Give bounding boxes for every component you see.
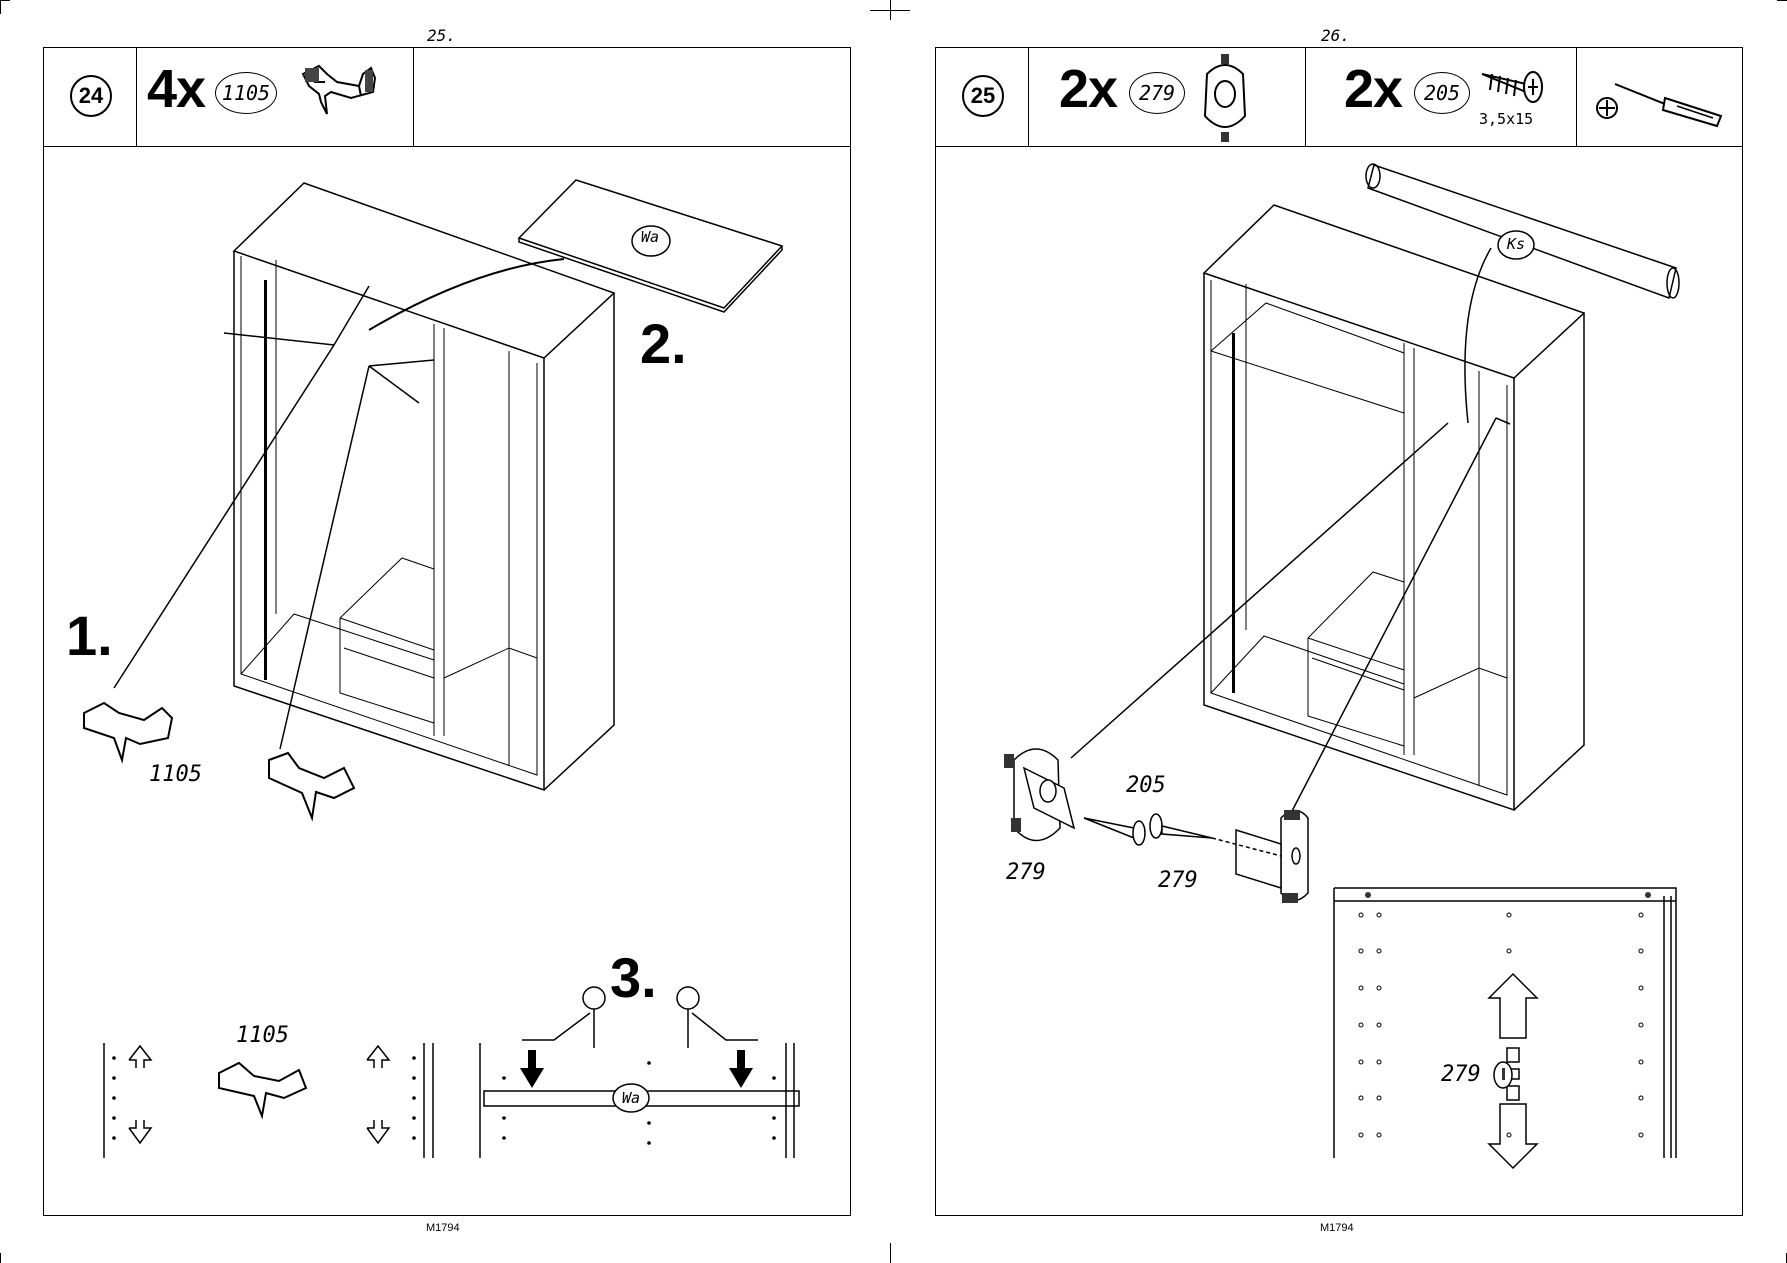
parts-cell: 2x 205 3,5x15 — [1306, 48, 1577, 147]
part-quantity: 2x — [1059, 59, 1118, 119]
step-number: 25 — [962, 75, 1004, 117]
part-205-label: 205 — [1126, 773, 1166, 798]
panel-code-label: Wa — [622, 1089, 641, 1107]
crop-mark — [870, 10, 910, 11]
crop-mark — [890, 1243, 891, 1263]
crop-mark — [1777, 0, 1787, 1]
panel-code-label: Wa — [641, 228, 660, 246]
screw-size: 3,5x15 — [1479, 110, 1534, 128]
parts-cell: 4x 1105 — [137, 48, 414, 147]
step-cell: 24 — [44, 48, 137, 147]
assembly-illustration — [1004, 163, 1680, 1170]
part-1105-label: 1105 — [149, 762, 202, 787]
part-1105-label: 1105 — [236, 1023, 289, 1048]
assembly-illustration — [83, 179, 800, 1158]
step-1-label: 1. — [66, 604, 113, 667]
rail-bracket-icon — [1203, 54, 1247, 142]
part-number: 205 — [1414, 72, 1470, 114]
part-number: 279 — [1129, 72, 1185, 114]
page-number: 25. — [427, 26, 456, 45]
page-number: 26. — [1321, 26, 1350, 45]
part-279-label: 279 — [1158, 868, 1198, 893]
crop-mark — [0, 0, 10, 1]
step-2-label: 2. — [640, 312, 687, 375]
part-279-label: 279 — [1006, 860, 1046, 885]
crop-mark — [0, 1253, 1, 1263]
step-number: 24 — [70, 75, 112, 117]
instruction-panel: 25 2x 279 2x 205 3,5x15 — [935, 47, 1743, 1216]
step-3-label: 3. — [610, 946, 657, 1009]
tools-cell — [1577, 48, 1742, 147]
part-quantity: 4x — [147, 59, 206, 119]
parts-cell: 2x 279 — [1029, 48, 1306, 147]
screwdriver-icon — [1596, 83, 1723, 128]
step-header: 25 2x 279 2x 205 3,5x15 — [936, 48, 1742, 147]
model-code: M1794 — [426, 1222, 460, 1234]
model-code: M1794 — [1320, 1222, 1354, 1234]
screw-icon — [1481, 71, 1543, 103]
step-cell: 25 — [936, 48, 1029, 147]
crop-mark — [0, 0, 1, 14]
part-quantity: 2x — [1344, 59, 1403, 119]
rail-code-label: Ks — [1507, 235, 1526, 253]
shelf-support-icon — [301, 64, 377, 115]
step-header: 24 4x 1105 — [44, 48, 850, 147]
instruction-panel: 24 4x 1105 — [43, 47, 851, 1216]
part-number: 1105 — [215, 72, 277, 114]
part-279-label: 279 — [1441, 1062, 1481, 1087]
